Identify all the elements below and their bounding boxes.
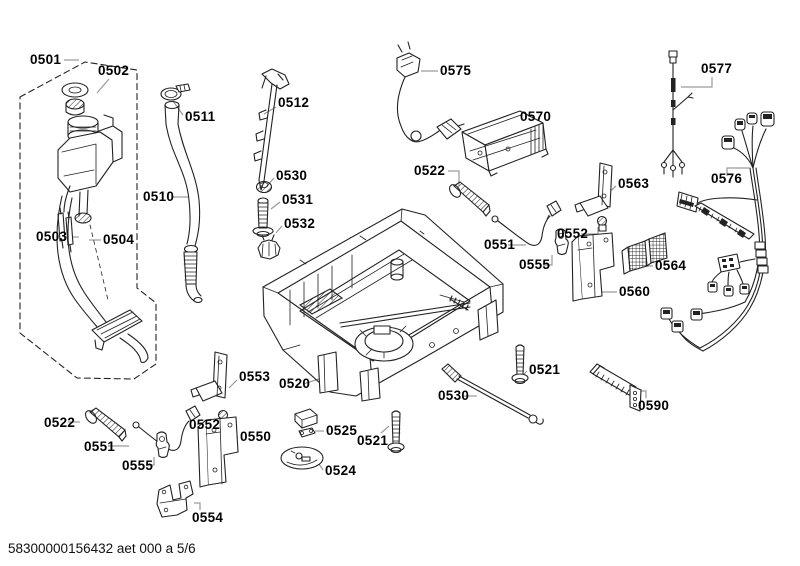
part-0531-screw [252,197,274,238]
part-0563-bracket [574,162,613,217]
part-0521-screw-bottom [387,410,405,454]
part-0577-sensor-cable [660,50,694,178]
part-0555-clip-upper [554,228,569,256]
part-0520-base-assembly [262,208,504,402]
harness-stack-connector [754,241,769,274]
harness-center-connector [717,253,756,273]
part-0512-fixing-strip [253,68,290,191]
part-0502-seal-ring [61,82,89,116]
part-0530-cap [255,180,273,194]
part-0524-cover-disc [280,446,324,470]
part-0521-screw-right [511,344,529,385]
harness-main-connector [676,191,699,213]
part-0552-clip-right [596,215,608,232]
part-0550-bracket [197,416,239,488]
part-0525-fixing-parts [294,408,318,438]
part-0590-rail [589,363,642,412]
part-0564-grid-element [621,232,668,275]
part-0555-clip-lower [155,431,170,459]
part-0532-fastener [257,234,281,260]
part-0575-power-cord [396,41,465,143]
part-0530-rod [441,363,544,425]
part-0553-bracket [190,351,228,402]
part-0510-drain-hose [164,100,203,304]
part-0570-control-module [461,110,549,177]
document-id: 58300000156432 aet 000 a 5/6 [8,541,196,556]
part-0522-spring-rod-upper [448,181,491,217]
part-0554-bracket [156,480,194,518]
part-0511-hose-clamp [160,83,191,101]
harness-connectors-top [721,111,775,150]
harness-rail-connector [694,202,755,240]
part-0576-wiring-harness [660,111,775,352]
part-0522-spring-rod-lower [84,407,127,442]
part-0551-earth-wire-lower [132,405,201,451]
harness-small-connectors [707,281,750,297]
harness-bottom-connectors [660,307,703,333]
part-0501-inlet-valve-group-outline [19,61,157,380]
part-0503-terminals [57,207,74,253]
part-0551-earth-wire-upper [491,200,562,246]
part-0560-bracket [571,232,615,302]
part-0501-inlet-valve-body [57,114,123,301]
part-0504-aquastop-valve [56,195,149,364]
